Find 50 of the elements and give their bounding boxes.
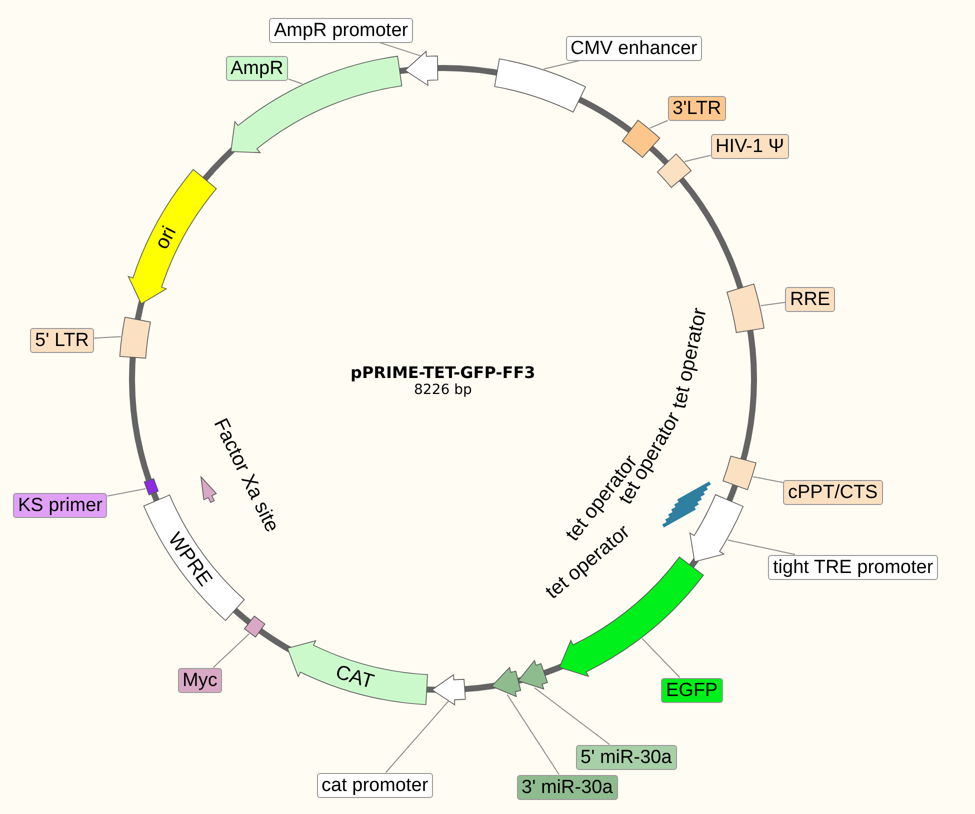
feature-segment — [230, 56, 402, 154]
feature-label-box: tight TRE promoter — [768, 554, 938, 580]
feature-label-box: 3' miR-30a — [516, 774, 618, 800]
feature-box — [726, 284, 764, 333]
leader-line — [642, 638, 680, 678]
leader-line — [684, 154, 711, 162]
feature-label-box: Myc — [178, 668, 222, 692]
leader-line — [752, 476, 784, 483]
leader-line — [212, 633, 250, 668]
feature-label-box: 5' LTR — [30, 328, 94, 352]
feature-label-box: KS primer — [13, 492, 108, 518]
feature-label-box: cPPT/CTS — [783, 480, 883, 504]
feature-segment — [404, 51, 438, 86]
feature-segment — [200, 476, 217, 503]
leader-line — [93, 336, 122, 339]
feature-segment — [432, 674, 466, 706]
feature-segment — [491, 667, 522, 697]
feature-label-box: CMV enhancer — [566, 36, 702, 60]
plasmid-size: 8226 bp — [414, 382, 472, 398]
leader-line — [534, 687, 610, 745]
feature-label-box: AmpR — [226, 56, 288, 80]
feature-segment — [518, 660, 548, 690]
leader-line — [543, 60, 581, 70]
feature-segment: ori — [128, 169, 217, 304]
feature-label-box: 3'LTR — [668, 96, 726, 120]
feature-segment — [690, 494, 744, 562]
feature-box — [622, 120, 660, 158]
feature-label-box: AmpR promoter — [269, 18, 414, 42]
feature-box — [722, 456, 756, 490]
feature-label-box: cat promoter — [316, 772, 434, 798]
plasmid-name: pPRIME-TET-GFP-FF3 — [350, 363, 536, 382]
leader-line — [506, 694, 560, 775]
feature-segment: CAT — [287, 640, 428, 705]
leader-line — [106, 488, 146, 496]
feature-label-box: RRE — [785, 286, 836, 312]
feature-box — [244, 616, 266, 638]
leader-line — [385, 700, 450, 773]
leader-line — [288, 78, 303, 84]
leader-line — [727, 540, 796, 555]
feature-label-box: EGFP — [661, 678, 723, 702]
feature-box — [657, 154, 692, 188]
operator-bars — [662, 481, 711, 528]
feature-box — [494, 58, 586, 112]
feature-box — [119, 316, 151, 359]
leader-line — [649, 120, 668, 129]
feature-label-box: HIV-1 Ψ — [710, 134, 790, 158]
feature-caption: tet operator — [668, 306, 712, 410]
feature-box — [144, 478, 159, 496]
leader-line — [760, 302, 786, 306]
feature-label-box: 5' miR-30a — [576, 744, 677, 770]
